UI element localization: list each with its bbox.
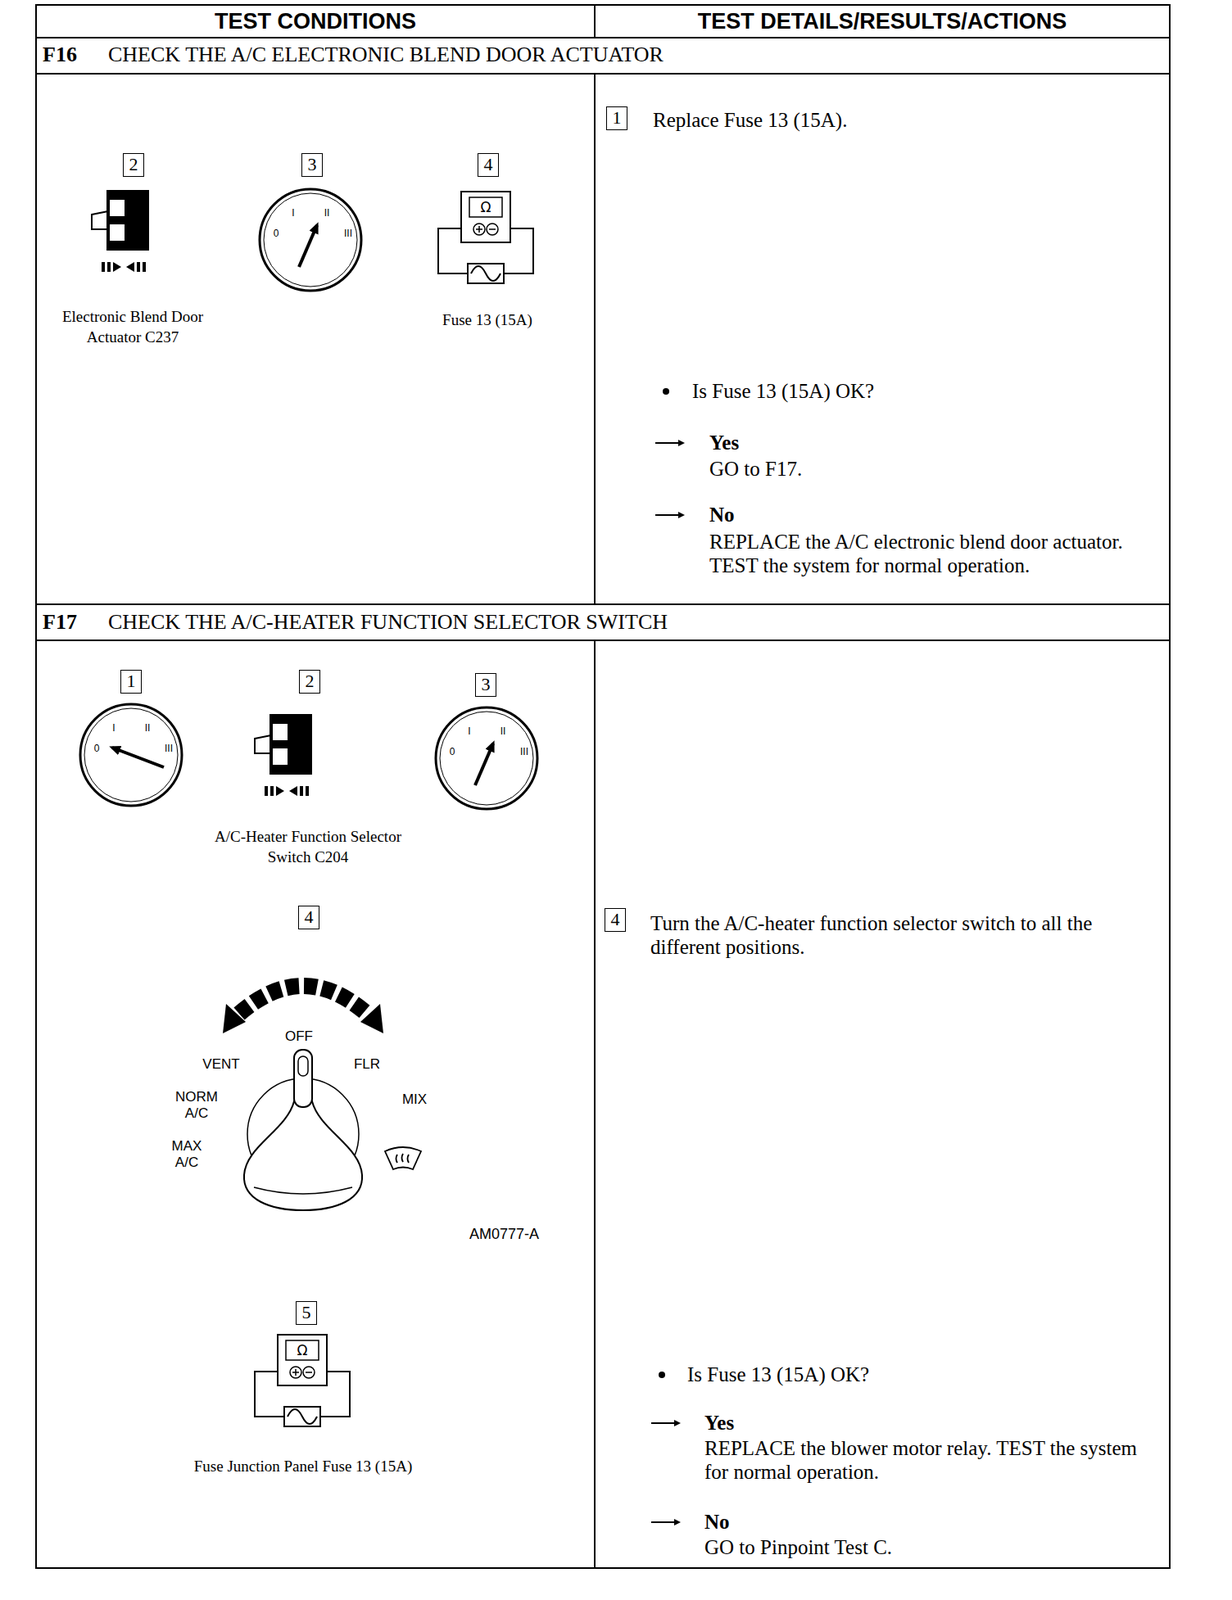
answer: Yes xyxy=(709,430,874,455)
ohm-symbol: Ω xyxy=(473,199,499,216)
action: GO to F17. xyxy=(709,457,1136,481)
switch-position: I xyxy=(104,722,124,734)
knob-position: NORM A/C xyxy=(172,1089,222,1123)
step-number: F16 xyxy=(42,42,100,68)
callout-number: 3 xyxy=(301,153,323,177)
switch-position: 0 xyxy=(86,742,107,755)
switch-position: II xyxy=(137,722,158,734)
step-title: CHECK THE A/C ELECTRONIC BLEND DOOR ACTU… xyxy=(108,42,813,68)
switch-position: II xyxy=(317,207,337,219)
switch-position: 0 xyxy=(442,746,462,758)
callout-number: 5 xyxy=(295,1301,318,1326)
callout-number: 4 xyxy=(298,905,320,930)
callout-number: 2 xyxy=(298,670,321,694)
callout-number: 4 xyxy=(604,908,626,933)
instruction: Replace Fuse 13 (15A). xyxy=(652,108,1112,132)
knob-position: OFF xyxy=(274,1028,324,1046)
callout-number: 1 xyxy=(606,106,628,131)
knob-position: MAX A/C xyxy=(163,1138,210,1172)
switch-position: 0 xyxy=(266,227,286,240)
answer: No xyxy=(709,502,874,527)
action: REPLACE the blower motor relay. TEST the… xyxy=(704,1436,1160,1485)
switch-position: III xyxy=(338,227,358,240)
callout-number: 3 xyxy=(475,673,497,698)
switch-position: III xyxy=(514,746,535,758)
part-name: Fuse 13 (15A) xyxy=(397,309,578,331)
figure-code: AM0777-A xyxy=(469,1225,576,1244)
step-title: CHECK THE A/C-HEATER FUNCTION SELECTOR S… xyxy=(108,610,813,635)
knob-position: FLR xyxy=(342,1056,392,1074)
column-header: TEST CONDITIONS xyxy=(69,8,562,35)
switch-position: III xyxy=(158,742,179,755)
switch-position: I xyxy=(459,725,480,738)
question: Is Fuse 13 (15A) OK? xyxy=(692,379,1119,404)
answer: No xyxy=(704,1510,869,1535)
callout-number: 1 xyxy=(120,670,142,694)
switch-position: II xyxy=(493,725,513,738)
callout-number: 4 xyxy=(477,153,499,177)
part-name: Electronic Blend Door Actuator C237 xyxy=(50,306,215,348)
ohm-symbol: Ω xyxy=(289,1342,315,1359)
knob-position: MIX xyxy=(389,1091,440,1109)
callout-number: 2 xyxy=(122,153,145,177)
question: Is Fuse 13 (15A) OK? xyxy=(687,1363,1130,1387)
part-name: Fuse Junction Panel Fuse 13 (15A) xyxy=(147,1456,459,1477)
action: GO to Pinpoint Test C. xyxy=(704,1535,1147,1560)
knob-position: VENT xyxy=(192,1056,250,1074)
instruction: Turn the A/C-heater function selector sw… xyxy=(650,911,1159,960)
answer: Yes xyxy=(704,1411,869,1436)
action: REPLACE the A/C electronic blend door ac… xyxy=(709,529,1132,578)
step-number: F17 xyxy=(42,610,100,635)
column-header: TEST DETAILS/RESULTS/ACTIONS xyxy=(603,8,1161,35)
switch-position: I xyxy=(283,207,304,219)
part-name: A/C-Heater Function Selector Switch C204 xyxy=(213,826,403,868)
